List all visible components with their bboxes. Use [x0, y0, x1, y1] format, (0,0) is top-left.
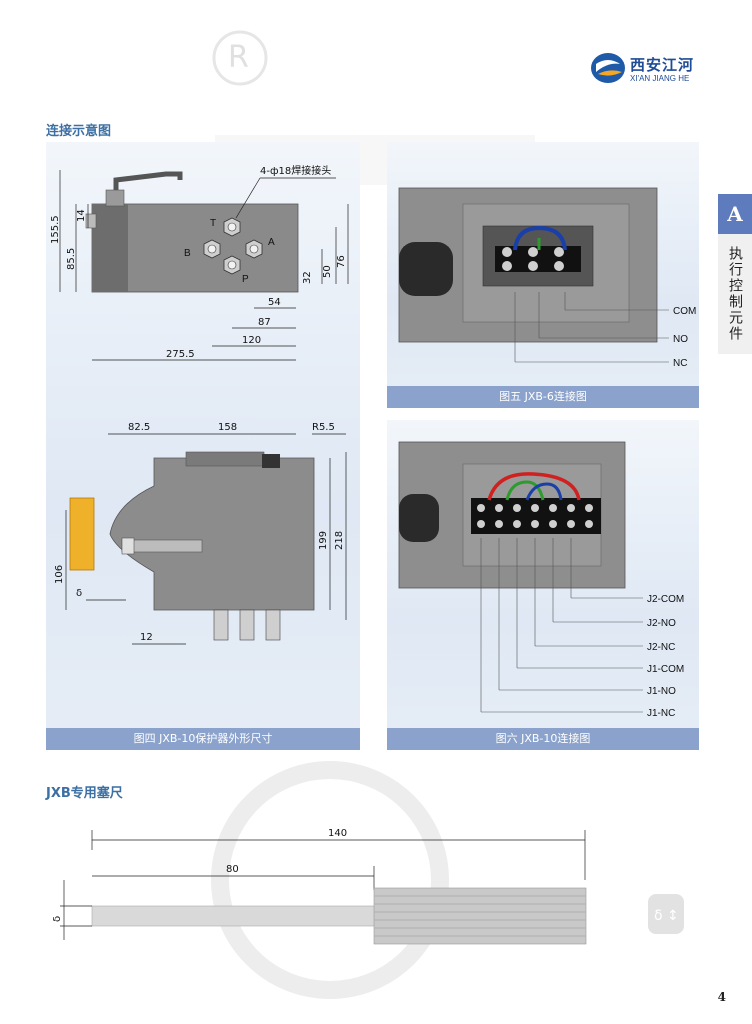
- logo-chinese-name: 西安江河: [630, 56, 695, 74]
- dim-218: 218: [334, 531, 345, 550]
- dim-r5-5: R5.5: [312, 422, 335, 433]
- dim-76: 76: [336, 255, 347, 268]
- port-label-a: A: [268, 237, 275, 248]
- dim-199: 199: [318, 531, 329, 550]
- dim-140: 140: [328, 828, 347, 839]
- dim-50: 50: [322, 265, 333, 278]
- logo-english-name: XI'AN JIANG HE: [630, 74, 690, 83]
- dim-54: 54: [268, 297, 281, 308]
- section-title-feeler-gauge: JXB专用塞尺: [46, 786, 123, 801]
- fig6-label-j2-no: J2-NO: [647, 618, 676, 629]
- fig6-label-j1-no: J1-NO: [647, 686, 676, 697]
- fig4-caption: 图四 JXB-10保护器外形尺寸: [46, 728, 360, 750]
- dim-delta: δ: [76, 588, 82, 599]
- dim-275-5: 275.5: [166, 349, 195, 360]
- dim-87: 87: [258, 317, 271, 328]
- fig4-protector-drawing: 82.5 158 R5.5 199 218 106 δ 12: [54, 422, 347, 645]
- side-tab-text: 执行控制元件: [727, 246, 743, 342]
- dim-12: 12: [140, 632, 153, 643]
- feeler-gauge-drawing: 140 80 δ δ ↕: [52, 828, 684, 945]
- feeler-dim-delta: δ: [52, 916, 63, 922]
- dim-106: 106: [54, 565, 65, 584]
- registered-mark: R: [228, 40, 249, 75]
- port-label-b: B: [184, 248, 191, 259]
- dim-82-5: 82.5: [128, 422, 150, 433]
- dim-32: 32: [302, 271, 313, 284]
- pipe-joint-label: 4-ф18焊接接头: [260, 164, 331, 177]
- fig5-label-no: NO: [673, 334, 688, 345]
- side-tab-letter: A: [718, 194, 752, 234]
- fig6-label-j1-com: J1-COM: [647, 664, 684, 675]
- dim-155-5: 155.5: [50, 215, 61, 244]
- port-label-t: T: [210, 218, 216, 229]
- fig5-jxb6-wiring-drawing: COM NO NC: [398, 187, 696, 369]
- dim-14: 14: [76, 209, 87, 222]
- fig5-label-com: COM: [673, 306, 696, 317]
- fig6-label-j2-com: J2-COM: [647, 594, 684, 605]
- fig5-caption: 图五 JXB-6连接图: [387, 386, 699, 408]
- dim-158: 158: [218, 422, 237, 433]
- page-number: 4: [717, 990, 726, 1004]
- feeler-badge: δ ↕: [654, 908, 679, 924]
- dim-85-5: 85.5: [66, 248, 77, 270]
- company-logo-icon: [591, 53, 625, 83]
- section-title-connection: 连接示意图: [46, 124, 112, 139]
- port-label-p: P: [242, 274, 249, 285]
- fig6-caption: 图六 JXB-10连接图: [387, 728, 699, 750]
- section-side-tab: A 执行控制元件: [718, 194, 752, 354]
- fig6-jxb10-wiring-drawing: J2-COM J2-NO J2-NC J1-COM J1-NO J1-NC: [398, 441, 684, 719]
- fig6-label-j1-nc: J1-NC: [647, 708, 675, 719]
- dim-120: 120: [242, 335, 261, 346]
- fig5-label-nc: NC: [673, 358, 687, 369]
- fig6-label-j2-nc: J2-NC: [647, 642, 675, 653]
- valve-connection-drawing: T A B P 4-ф18焊接接头 155.5 14 85.5 32 50 76…: [50, 164, 349, 361]
- dim-80: 80: [226, 864, 239, 875]
